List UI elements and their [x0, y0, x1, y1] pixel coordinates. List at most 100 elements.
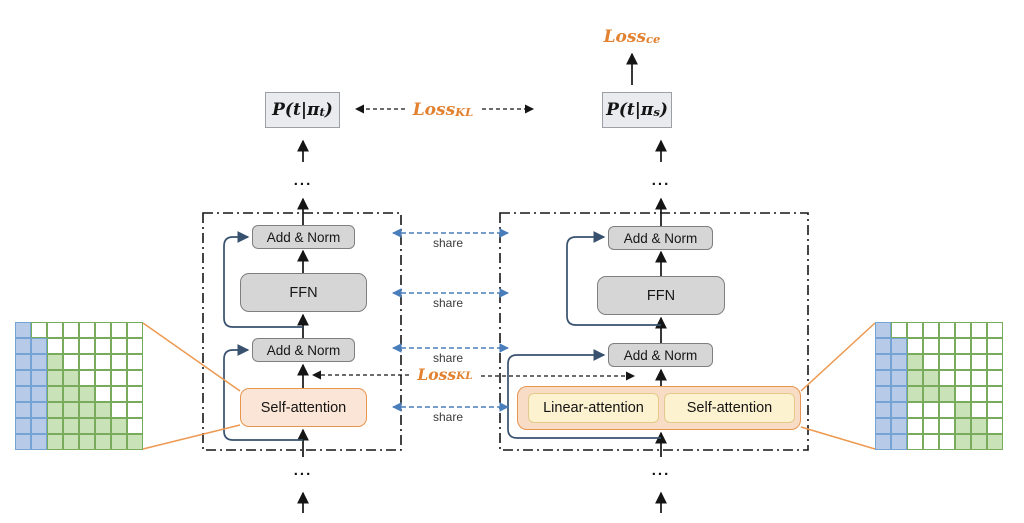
mask-cell: [939, 322, 955, 338]
mask-cell: [63, 322, 79, 338]
student-mask-grid: [875, 322, 1003, 450]
mask-cell: [79, 402, 95, 418]
mask-cell: [939, 402, 955, 418]
mask-cell: [923, 434, 939, 450]
mask-cell: [111, 322, 127, 338]
orange-connector: [800, 426, 876, 450]
mask-cell: [891, 386, 907, 402]
mask-cell: [891, 338, 907, 354]
mask-cell: [95, 434, 111, 450]
mask-cell: [907, 418, 923, 434]
ellipsis: ...: [293, 171, 313, 189]
mask-cell: [15, 386, 31, 402]
mask-cell: [111, 402, 127, 418]
mask-cell: [79, 354, 95, 370]
mask-cell: [987, 338, 1003, 354]
student-output-sub: s: [653, 105, 660, 119]
ellipsis: ...: [651, 461, 671, 479]
mask-cell: [15, 322, 31, 338]
mask-cell: [79, 322, 95, 338]
mask-cell: [31, 434, 47, 450]
orange-connector: [142, 424, 241, 450]
mask-cell: [875, 370, 891, 386]
mask-cell: [95, 354, 111, 370]
mask-cell: [907, 386, 923, 402]
ellipsis: ...: [293, 461, 313, 479]
mask-cell: [127, 402, 143, 418]
mask-cell: [955, 322, 971, 338]
teacher-mask-grid: [15, 322, 143, 450]
mask-cell: [79, 418, 95, 434]
mask-cell: [987, 386, 1003, 402]
mask-cell: [31, 418, 47, 434]
teacher-self-attention: Self-attention: [240, 388, 367, 427]
mask-cell: [907, 402, 923, 418]
mask-cell: [63, 354, 79, 370]
mask-cell: [955, 370, 971, 386]
mask-cell: [111, 338, 127, 354]
mask-cell: [891, 402, 907, 418]
mask-cell: [63, 338, 79, 354]
mask-cell: [875, 418, 891, 434]
teacher-ffn-residual: [223, 231, 303, 328]
mask-cell: [63, 386, 79, 402]
mask-cell: [127, 370, 143, 386]
loss-ce-text: Loss: [603, 27, 647, 47]
teacher-output-text: P(t|π: [272, 100, 320, 120]
mask-cell: [875, 402, 891, 418]
mask-cell: [875, 434, 891, 450]
mask-cell: [987, 434, 1003, 450]
mask-cell: [875, 338, 891, 354]
mask-cell: [79, 386, 95, 402]
mask-cell: [955, 386, 971, 402]
teacher-add-norm-bottom: Add & Norm: [252, 338, 355, 362]
mask-cell: [31, 322, 47, 338]
loss-kl-mid-sub: KL: [456, 370, 473, 382]
mask-cell: [907, 338, 923, 354]
mask-cell: [31, 386, 47, 402]
mask-cell: [15, 354, 31, 370]
student-ffn: FFN: [597, 276, 725, 315]
student-attention-residual: [507, 349, 661, 439]
ellipsis: ...: [651, 171, 671, 189]
share-label: share: [432, 351, 464, 365]
mask-cell: [15, 434, 31, 450]
mask-cell: [47, 338, 63, 354]
mask-cell: [63, 434, 79, 450]
mask-cell: [891, 370, 907, 386]
mask-cell: [971, 386, 987, 402]
mask-cell: [95, 386, 111, 402]
mask-cell: [127, 354, 143, 370]
mask-cell: [955, 418, 971, 434]
mask-cell: [127, 322, 143, 338]
student-self-attention: Self-attention: [664, 393, 795, 423]
share-label: share: [432, 410, 464, 424]
mask-cell: [111, 370, 127, 386]
mask-cell: [47, 354, 63, 370]
mask-cell: [31, 354, 47, 370]
mask-cell: [63, 418, 79, 434]
share-label: share: [432, 236, 464, 250]
mask-cell: [907, 322, 923, 338]
mask-cell: [127, 338, 143, 354]
mask-cell: [955, 434, 971, 450]
mask-cell: [939, 354, 955, 370]
mask-cell: [47, 402, 63, 418]
mask-cell: [95, 322, 111, 338]
mask-cell: [891, 418, 907, 434]
mask-cell: [971, 322, 987, 338]
teacher-attention-residual: [223, 344, 303, 441]
mask-cell: [15, 370, 31, 386]
mask-cell: [111, 434, 127, 450]
mask-cell: [939, 370, 955, 386]
mask-cell: [47, 434, 63, 450]
mask-cell: [891, 434, 907, 450]
share-label: share: [432, 296, 464, 310]
mask-cell: [987, 322, 1003, 338]
mask-cell: [923, 322, 939, 338]
mask-cell: [907, 354, 923, 370]
